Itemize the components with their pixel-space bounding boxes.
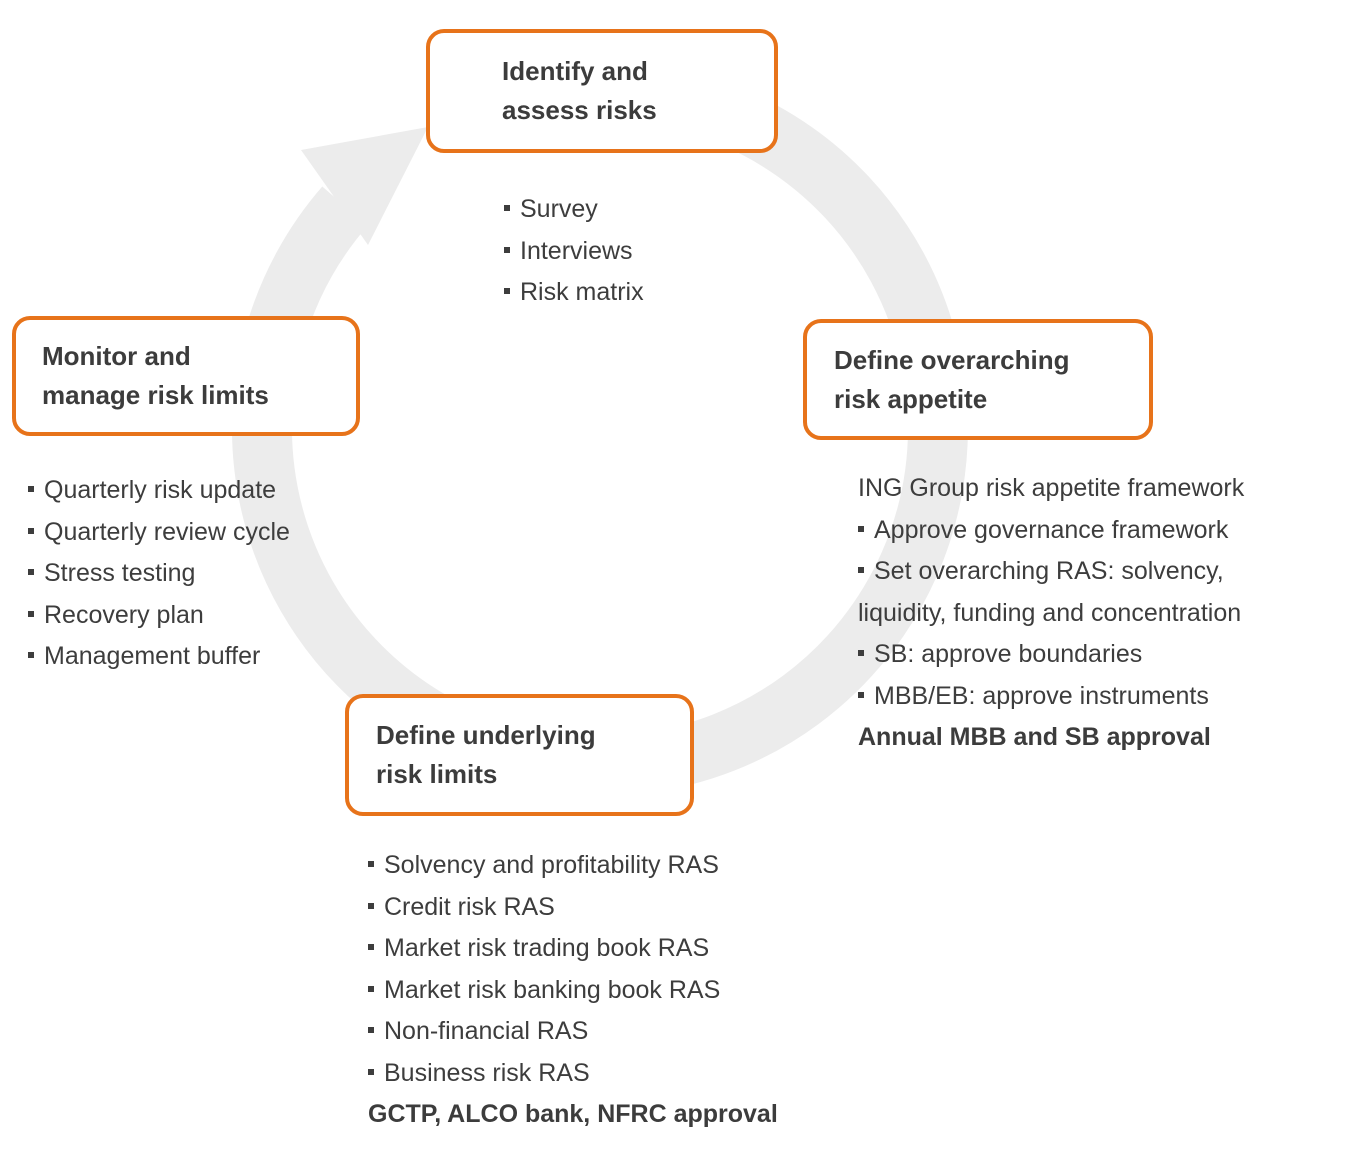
list-item: Credit risk RAS [368,887,778,929]
approval-note: GCTP, ALCO bank, NFRC approval [368,1100,778,1128]
bullet-icon [504,288,510,295]
bullet-icon [858,567,864,574]
overarching-bullet-list: ING Group risk appetite framework Approv… [858,468,1244,759]
identify-bullet-list: Survey Interviews Risk matrix [504,189,644,314]
list-item: Risk matrix [504,272,644,314]
bullet-icon [28,569,34,576]
bullet-icon [858,691,864,698]
stage-title-line: Define underlying [376,720,596,750]
bullet-icon [368,902,374,909]
list-item: Interviews [504,231,644,273]
bullet-icon [368,985,374,992]
stage-title-line: Define overarching [834,344,1070,375]
stage-box-identify-assess-risks: Identify and assess risks [426,29,778,153]
bullet-icon [368,944,374,951]
underlying-bullet-list: Solvency and profitability RAS Credit ri… [368,845,778,1136]
bullet-icon [368,1068,374,1075]
stage-title-line: Monitor and [42,341,191,371]
stage-box-define-overarching-risk-appetite: Define overarching risk appetite [803,319,1153,440]
list-item: Recovery plan [28,595,290,637]
list-item: Market risk banking book RAS [368,970,778,1012]
list-item: Survey [504,189,644,231]
list-item: SB: approve boundaries [858,634,1244,676]
stage-title-line: manage risk limits [42,380,269,410]
stage-title-line: Identify and [502,56,648,86]
bullet-icon [28,652,34,659]
list-item: Business risk RAS [368,1053,778,1095]
list-intro: ING Group risk appetite framework [858,474,1245,502]
list-item: Quarterly risk update [28,470,290,512]
arrow-head-icon [301,127,428,245]
list-item: Solvency and profitability RAS [368,845,778,887]
list-item: Quarterly review cycle [28,512,290,554]
stage-title-line: risk limits [376,759,498,789]
stage-box-monitor-manage-risk-limits: Monitor and manage risk limits [12,316,360,436]
list-item: Non-financial RAS [368,1011,778,1053]
stage-title-line: risk appetite [834,383,988,414]
bullet-icon [504,246,510,253]
bullet-icon [858,525,864,532]
bullet-icon [368,861,374,868]
bullet-icon [28,610,34,617]
bullet-icon [504,205,510,212]
list-item: Management buffer [28,636,290,678]
bullet-icon [28,527,34,534]
stage-title-line: assess risks [502,95,657,125]
stage-box-define-underlying-risk-limits: Define underlying risk limits [345,694,694,816]
bullet-icon [858,650,864,657]
list-item: Stress testing [28,553,290,595]
list-item: Market risk trading book RAS [368,928,778,970]
list-item-continuation: liquidity, funding and concentration [858,598,1242,627]
list-item: MBB/EB: approve instruments [858,676,1244,718]
list-item: Set overarching RAS: solvency, [858,551,1244,593]
list-item: Approve governance framework [858,510,1244,552]
approval-note: Annual MBB and SB approval [858,723,1211,751]
bullet-icon [28,486,34,493]
bullet-icon [368,1027,374,1034]
monitor-bullet-list: Quarterly risk update Quarterly review c… [28,470,290,678]
